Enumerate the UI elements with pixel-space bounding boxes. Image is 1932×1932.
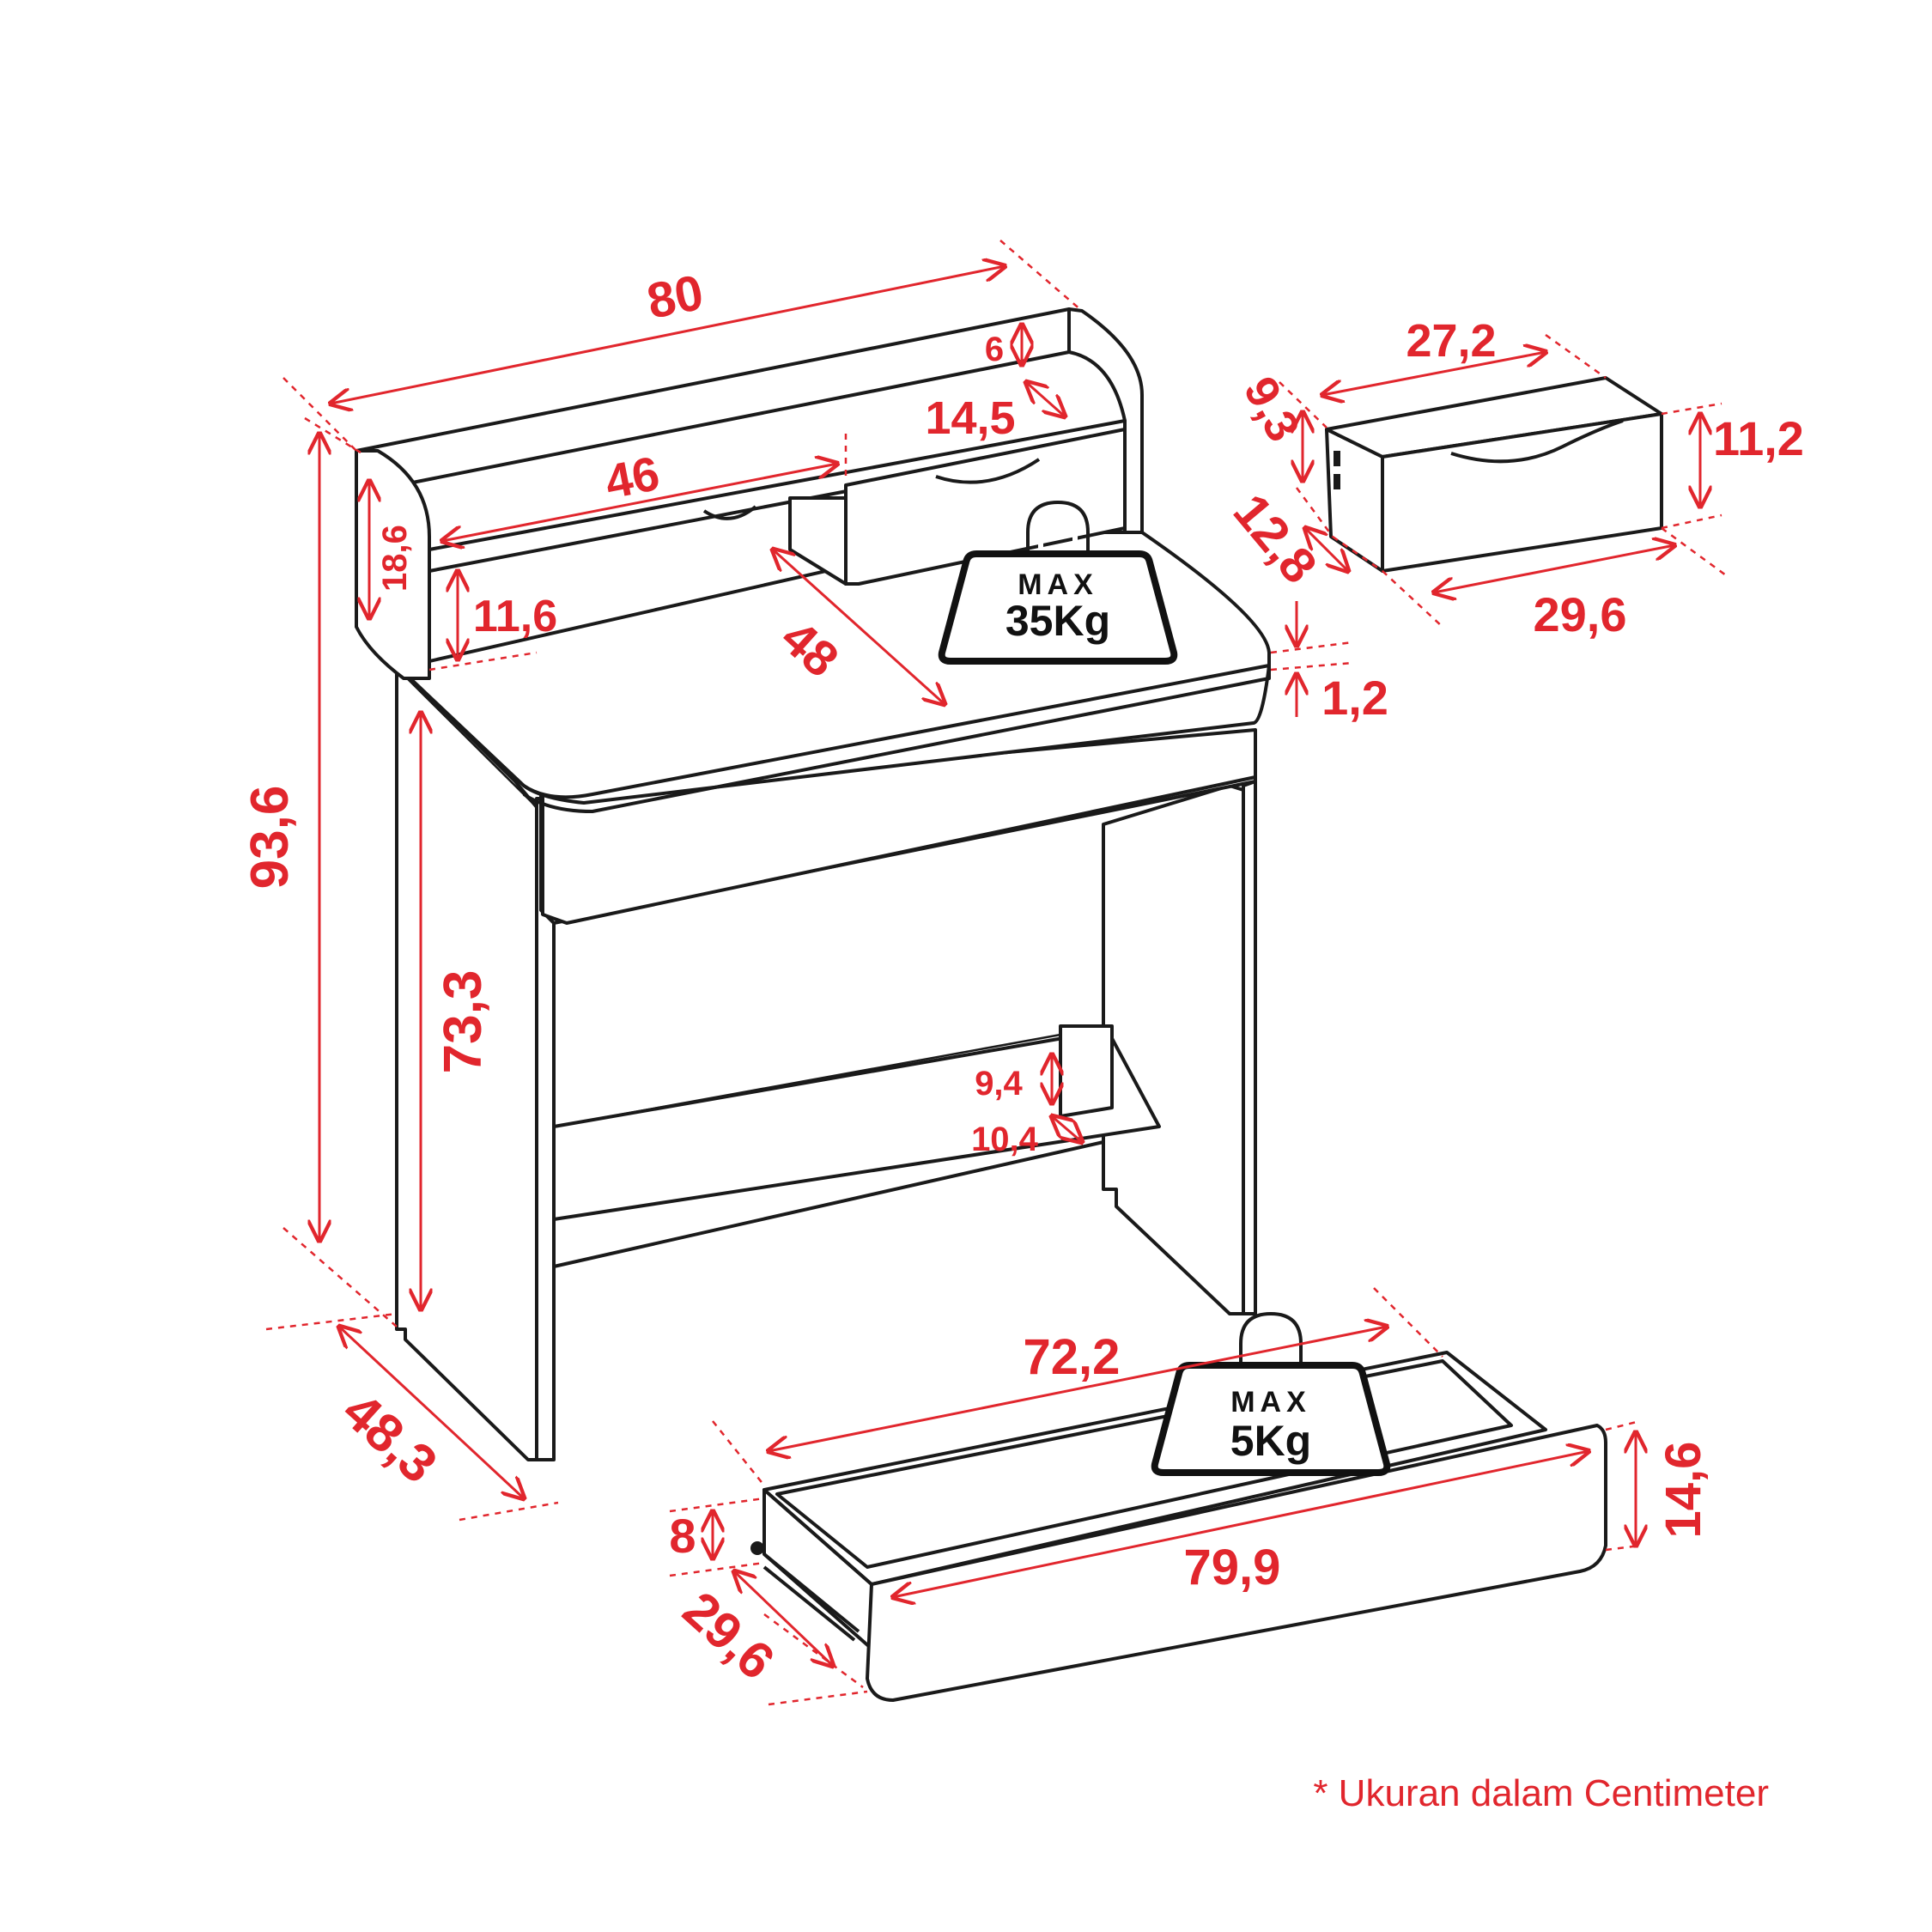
footnote: * Ukuran dalam Centimeter: [1313, 1772, 1769, 1814]
hutch-drawer-handle: [935, 458, 1041, 484]
weight-desk-value: 35Kg: [1005, 597, 1110, 645]
right-leg-panel: [1102, 784, 1245, 1315]
dim-small-drawer-depth: 12,8: [1223, 483, 1327, 593]
dim-foot-shelf-height: 9,4: [975, 1065, 1023, 1103]
foot-shelf: [552, 1029, 1161, 1221]
dimension-lines: [265, 240, 1727, 1706]
dim-leg-height: 73,3: [434, 970, 493, 1074]
desk-drawing: [355, 307, 1271, 1461]
dim-hutch-lower-gap: 11,6: [473, 592, 557, 641]
dim-hutch-height: 18,6: [376, 525, 414, 592]
dim-foot-shelf-depth: 10,4: [971, 1121, 1039, 1158]
hutch-right-panel: [1067, 307, 1144, 534]
weight-drawer-max-label: MAX: [1230, 1386, 1311, 1419]
dim-hutch-shelf-depth: 14,5: [925, 392, 1015, 444]
dim-big-drawer-front-height: 14,6: [1656, 1442, 1711, 1539]
dim-big-drawer-inner-height: 8: [669, 1509, 696, 1563]
dim-big-drawer-inner-width: 72,2: [1024, 1329, 1121, 1385]
small-drawer-handle: [1450, 419, 1624, 464]
dim-big-drawer-depth: 29,6: [672, 1581, 786, 1691]
foot-shelf-back: [1059, 1024, 1114, 1118]
dim-small-drawer-height-left: 9,3: [1234, 368, 1309, 449]
weight-icon-desk: [938, 501, 1178, 665]
dim-hutch-top-rail: 6: [985, 331, 1004, 368]
dim-total-depth: 48,3: [331, 1382, 448, 1495]
desk-top-edge: [522, 664, 1271, 813]
dim-total-width: 80: [642, 264, 708, 330]
dim-desk-top-thickness: 1,2: [1321, 671, 1388, 725]
dim-big-drawer-front-width: 79,9: [1184, 1540, 1281, 1595]
dim-small-drawer-width-top: 27,2: [1406, 315, 1496, 367]
weight-desk-max-label: MAX: [1018, 568, 1098, 601]
small-drawer-drawing: [1325, 376, 1663, 573]
dim-small-drawer-height-right: 11,2: [1713, 411, 1804, 465]
right-leg-front: [1242, 780, 1257, 1315]
weight-drawer-value: 5Kg: [1230, 1417, 1311, 1465]
dim-total-height: 93,6: [240, 786, 300, 890]
dim-small-drawer-width-bottom: 29,6: [1534, 587, 1627, 641]
dim-hutch-shelf-width: 46: [601, 446, 664, 509]
